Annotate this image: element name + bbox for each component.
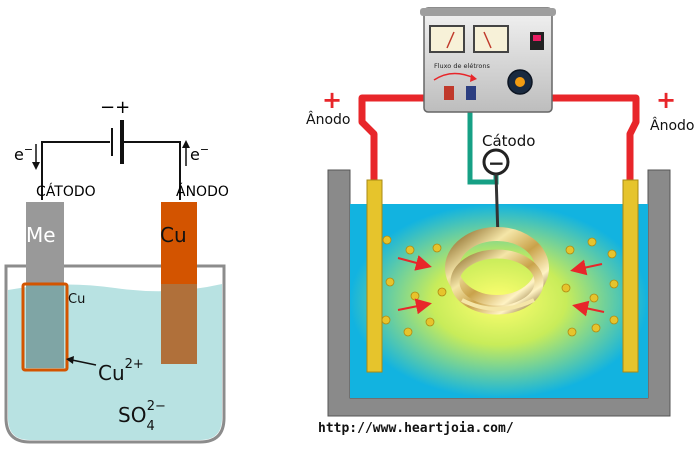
cathode-sign: − [488,151,505,175]
copper-electrode [161,202,197,284]
arrow-left-icon [570,259,603,276]
metal-electrode-submerged [26,284,64,368]
cathode-label: CÁTODO [36,183,96,200]
anode-rod-right [622,179,639,373]
metal-electrode-label: Me [26,223,56,247]
sulfate-label: SO42− [118,399,166,434]
arrow-right-icon [397,255,432,271]
cathode-label: Cátodo [482,132,535,150]
anode-left-label: Ânodo [306,110,350,128]
electron-flow-caption: Fluxo de elétrons [434,62,491,70]
copper-electrode-submerged [161,284,197,364]
anode-left-sign: + [322,86,342,114]
ion-flow-arrows [397,255,605,317]
copper-deposit-layer [21,282,69,372]
copper-ion-label: Cu2+ [98,357,144,385]
ion-arrow [71,359,97,366]
metal-ions [381,235,619,337]
gauge-left [429,25,465,53]
ring-object [445,227,549,315]
anode-right-sign: + [656,86,676,114]
gauge-right [473,25,509,53]
red-wire-left [358,94,448,186]
metal-electrode [26,202,64,284]
arrow-left-icon [66,356,74,364]
anode-rod-left [366,179,383,373]
anode-right-label: Ânodo [650,116,694,134]
arrow-left-icon [572,300,605,317]
anode-label: ÁNODO [176,183,229,200]
electron-left-label: e− [14,143,33,164]
arrow-right-icon [397,298,432,315]
source-url: http://www.heartjoia.com/ [318,421,514,436]
arrow-down-icon [32,162,40,170]
arrow-up-icon [182,140,190,148]
left-wire [41,141,110,200]
red-terminal [444,86,454,100]
power-supply: Fluxo de elétrons [420,7,556,113]
red-wire-right [548,94,640,186]
deposit-label: Cu [68,292,85,307]
battery-signs: −+ [100,97,130,118]
copper-electrode-label: Cu [160,223,187,247]
electron-right-label: e− [190,143,209,164]
right-electroplating-bath: Fluxo de elétrons + Ânodo + Ânodo − Cáto… [306,7,694,417]
blue-terminal [466,86,476,100]
left-electrolysis-cell: −+ e− e− CÁTODO ÁNODO Me Cu Cu Cu2+ SO42… [4,97,229,444]
right-wire [124,141,181,200]
